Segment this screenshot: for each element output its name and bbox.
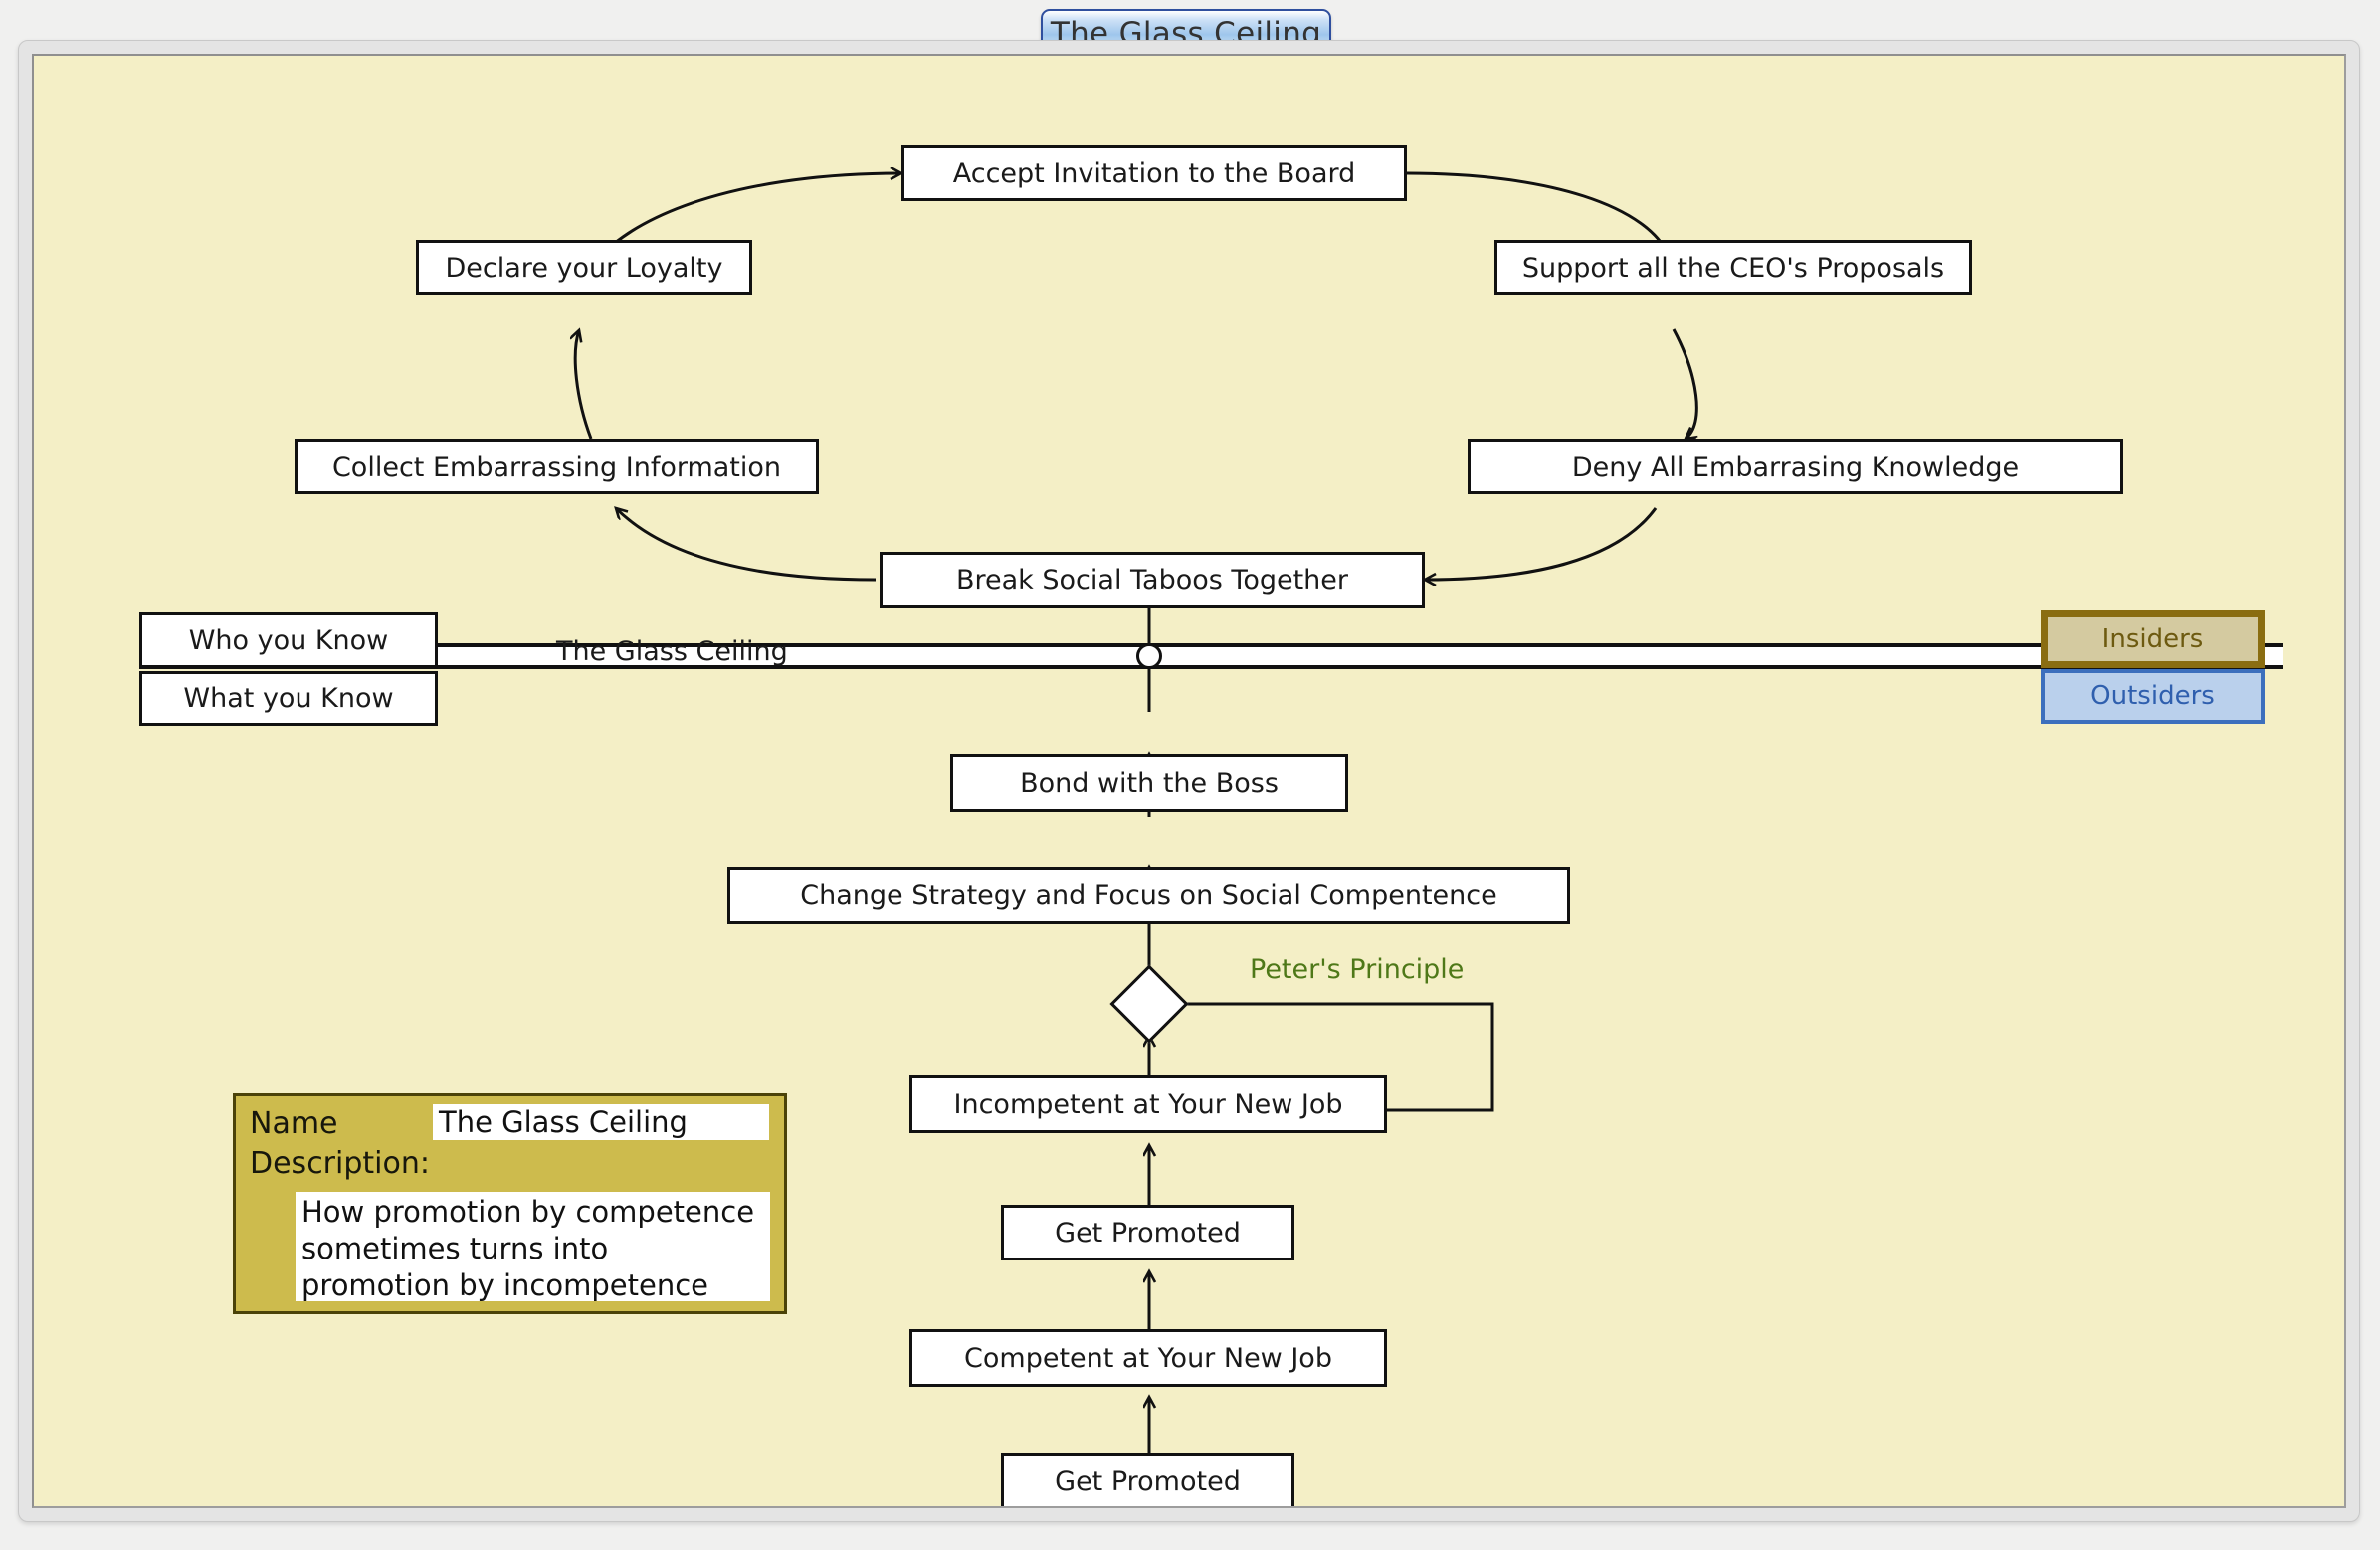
diagram-canvas[interactable]: Accept Invitation to the Board Declare y… (32, 54, 2346, 1508)
properties-panel[interactable]: Name The Glass Ceiling Description: How … (233, 1093, 787, 1314)
properties-name-input[interactable]: The Glass Ceiling (433, 1104, 769, 1140)
glass-ceiling-bar[interactable] (139, 643, 2283, 669)
glass-ceiling-joint-node[interactable] (1136, 643, 1162, 669)
properties-name-label: Name (250, 1106, 338, 1141)
properties-description-label: Description: (250, 1146, 430, 1181)
node-who-you-know[interactable]: Who you Know (139, 612, 438, 668)
glass-ceiling-label: The Glass Ceiling (556, 636, 788, 667)
node-incompetent-at-your-new-job[interactable]: Incompetent at Your New Job (909, 1075, 1387, 1133)
legend-insiders[interactable]: Insiders (2041, 610, 2265, 668)
node-accept-invitation[interactable]: Accept Invitation to the Board (901, 145, 1407, 201)
node-get-promoted-upper-label: Get Promoted (1055, 1217, 1241, 1249)
node-change-strategy-label: Change Strategy and Focus on Social Comp… (800, 879, 1497, 911)
node-collect-embarrassing-information-label: Collect Embarrassing Information (331, 451, 782, 483)
node-competent-at-your-new-job-label: Competent at Your New Job (964, 1342, 1332, 1374)
node-deny-all-embarrasing-knowledge[interactable]: Deny All Embarrasing Knowledge (1468, 439, 2123, 494)
node-break-social-taboos-together-label: Break Social Taboos Together (955, 564, 1349, 596)
node-support-ceo-proposals[interactable]: Support all the CEO's Proposals (1494, 240, 1972, 295)
node-get-promoted-lower[interactable]: Get Promoted (1001, 1453, 1294, 1506)
node-break-social-taboos-together[interactable]: Break Social Taboos Together (880, 552, 1425, 608)
decision-diamond-node[interactable] (1109, 964, 1189, 1044)
legend-outsiders[interactable]: Outsiders (2041, 669, 2265, 724)
edge-collect-to-loyalty (575, 330, 593, 440)
node-incompetent-at-your-new-job-label: Incompetent at Your New Job (953, 1088, 1343, 1120)
node-what-you-know[interactable]: What you Know (139, 671, 438, 726)
node-get-promoted-upper[interactable]: Get Promoted (1001, 1205, 1294, 1260)
node-deny-all-embarrasing-knowledge-label: Deny All Embarrasing Knowledge (1571, 451, 2020, 483)
diagram-panel: Accept Invitation to the Board Declare y… (18, 40, 2360, 1522)
properties-description-textarea[interactable]: How promotion by competence sometimes tu… (296, 1192, 770, 1302)
node-get-promoted-lower-label: Get Promoted (1055, 1465, 1241, 1497)
node-declare-loyalty[interactable]: Declare your Loyalty (416, 240, 752, 295)
edge-taboos-to-collect (616, 508, 877, 582)
node-declare-loyalty-label: Declare your Loyalty (445, 252, 723, 284)
edge-deny-to-taboos (1425, 507, 1658, 580)
node-accept-invitation-label: Accept Invitation to the Board (952, 157, 1356, 189)
node-who-you-know-label: Who you Know (188, 624, 389, 656)
node-competent-at-your-new-job[interactable]: Competent at Your New Job (909, 1329, 1387, 1387)
node-change-strategy[interactable]: Change Strategy and Focus on Social Comp… (727, 867, 1570, 924)
legend-insiders-label: Insiders (2101, 624, 2204, 654)
edge-support-to-deny (1672, 328, 1698, 439)
node-support-ceo-proposals-label: Support all the CEO's Proposals (1521, 252, 1945, 284)
legend-outsiders-label: Outsiders (2090, 681, 2215, 711)
node-bond-with-the-boss-label: Bond with the Boss (1020, 767, 1279, 799)
node-what-you-know-label: What you Know (183, 682, 394, 714)
node-bond-with-the-boss[interactable]: Bond with the Boss (950, 754, 1348, 812)
peters-principle-annotation: Peter's Principle (1250, 954, 1465, 985)
node-collect-embarrassing-information[interactable]: Collect Embarrassing Information (295, 439, 819, 494)
